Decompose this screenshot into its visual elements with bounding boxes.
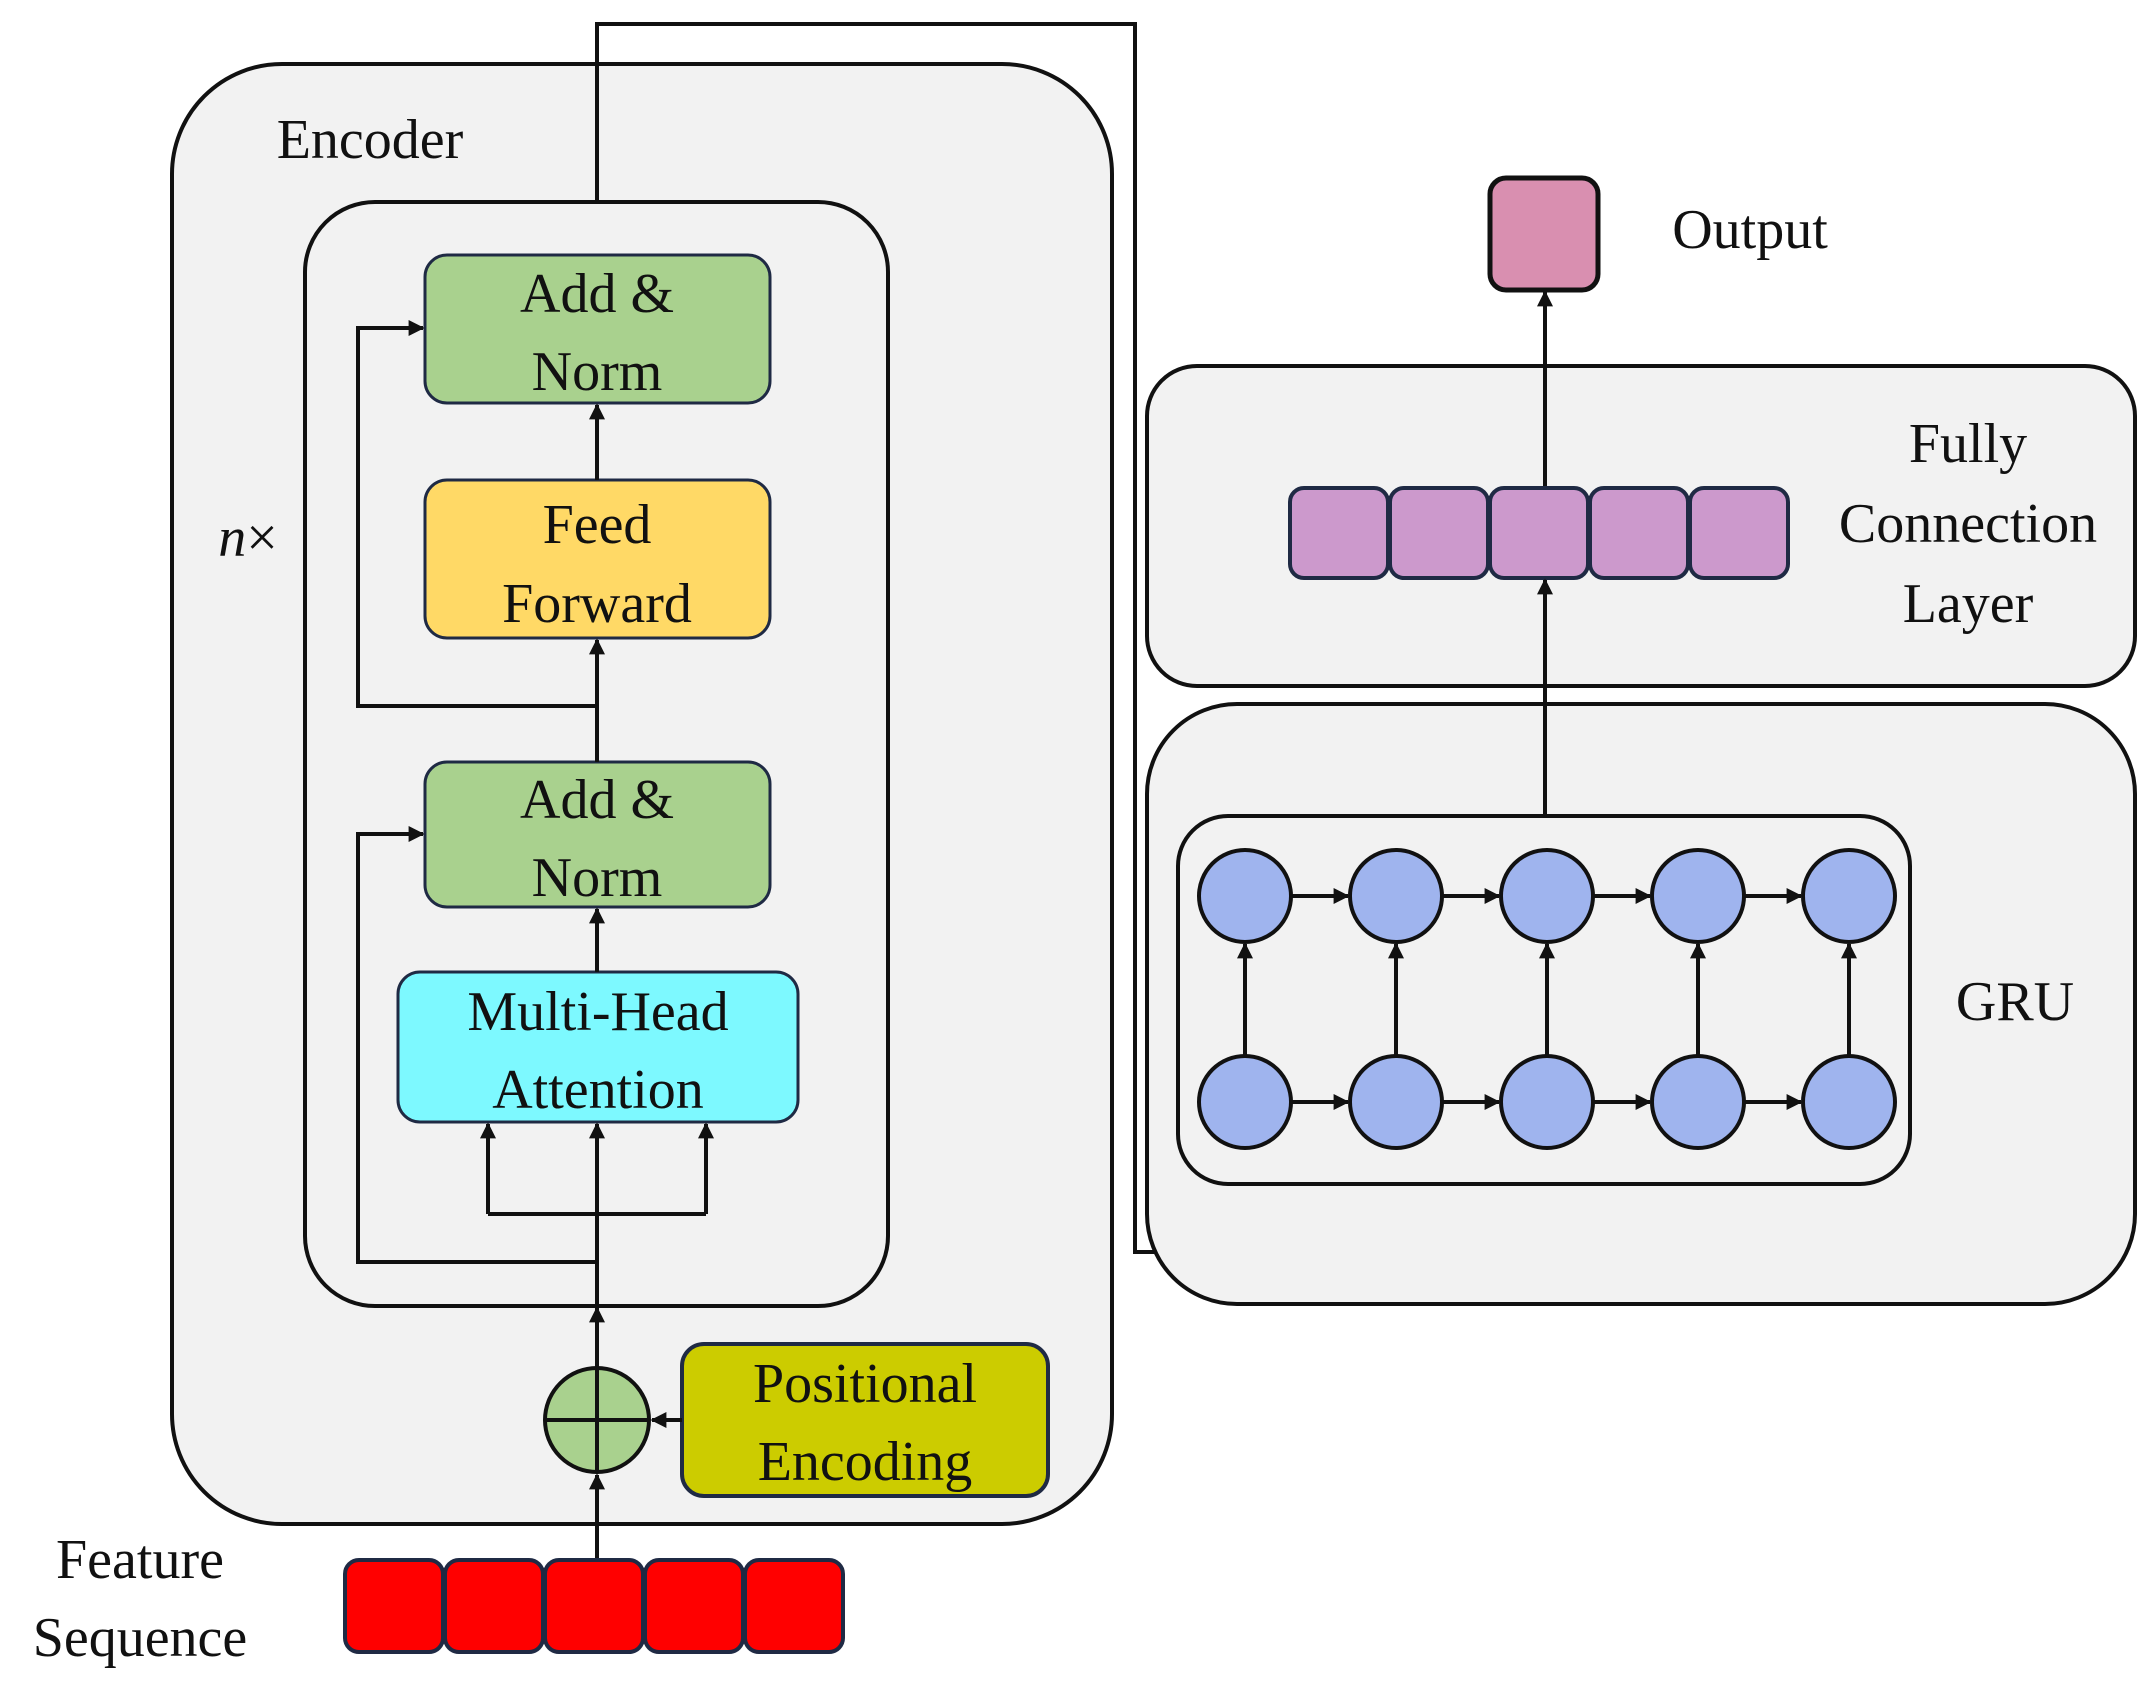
fc-label-line1: Fully [1909,413,2027,475]
positional-encoding-line2: Encoding [758,1431,973,1493]
gru-label: GRU [1956,971,2074,1033]
gru-node-bottom [1801,1054,1897,1150]
feed-forward-line1: Feed [543,494,652,556]
gru-node-top [1197,848,1293,944]
fc-cell [1488,486,1590,580]
attention-line1: Multi-Head [467,981,728,1043]
gru-node-bottom [1197,1054,1293,1150]
feed-forward-line2: Forward [502,573,692,635]
add-norm-bottom-line1: Add & [520,769,674,831]
encoder-title: Encoder [277,109,464,171]
fc-cell [1288,486,1390,580]
gru-node-top [1650,848,1746,944]
feature-sequence-cells [343,1558,845,1654]
fc-label-line3: Layer [1903,573,2034,635]
feature-cell [443,1558,545,1654]
output-cell [1487,175,1601,293]
multi-head-attention-block: Multi-Head Attention [396,970,800,1124]
add-norm-top-block: Add & Norm [423,253,772,405]
feature-cell [343,1558,445,1654]
positional-encoding-line1: Positional [753,1353,977,1415]
gru-node-top [1499,848,1595,944]
feature-cell [543,1558,645,1654]
fully-connected-cells [1288,486,1790,580]
feature-cell [743,1558,845,1654]
feature-sequence-line2: Sequence [33,1607,248,1669]
fc-label-line2: Connection [1839,493,2097,555]
feature-sequence-line1: Feature [56,1529,224,1591]
fc-cell [1588,486,1690,580]
gru-node-top [1348,848,1444,944]
gru-node-top [1801,848,1897,944]
gru-node-bottom [1348,1054,1444,1150]
add-norm-top-line2: Norm [532,341,663,403]
add-norm-bottom-line2: Norm [532,847,663,909]
output-label: Output [1672,199,1828,261]
feature-cell [643,1558,745,1654]
gru-node-bottom [1650,1054,1746,1150]
positional-encoding-block: Positional Encoding [680,1342,1050,1498]
feed-forward-block: Feed Forward [423,478,772,640]
adder-circle [543,1366,651,1474]
gru-node-bottom [1499,1054,1595,1150]
fc-cell [1688,486,1790,580]
gru-network [1197,848,1897,1150]
repeat-label: n× [218,507,278,569]
attention-line2: Attention [492,1059,704,1121]
fc-cell [1388,486,1490,580]
add-norm-top-line1: Add & [520,263,674,325]
add-norm-bottom-block: Add & Norm [423,760,772,909]
